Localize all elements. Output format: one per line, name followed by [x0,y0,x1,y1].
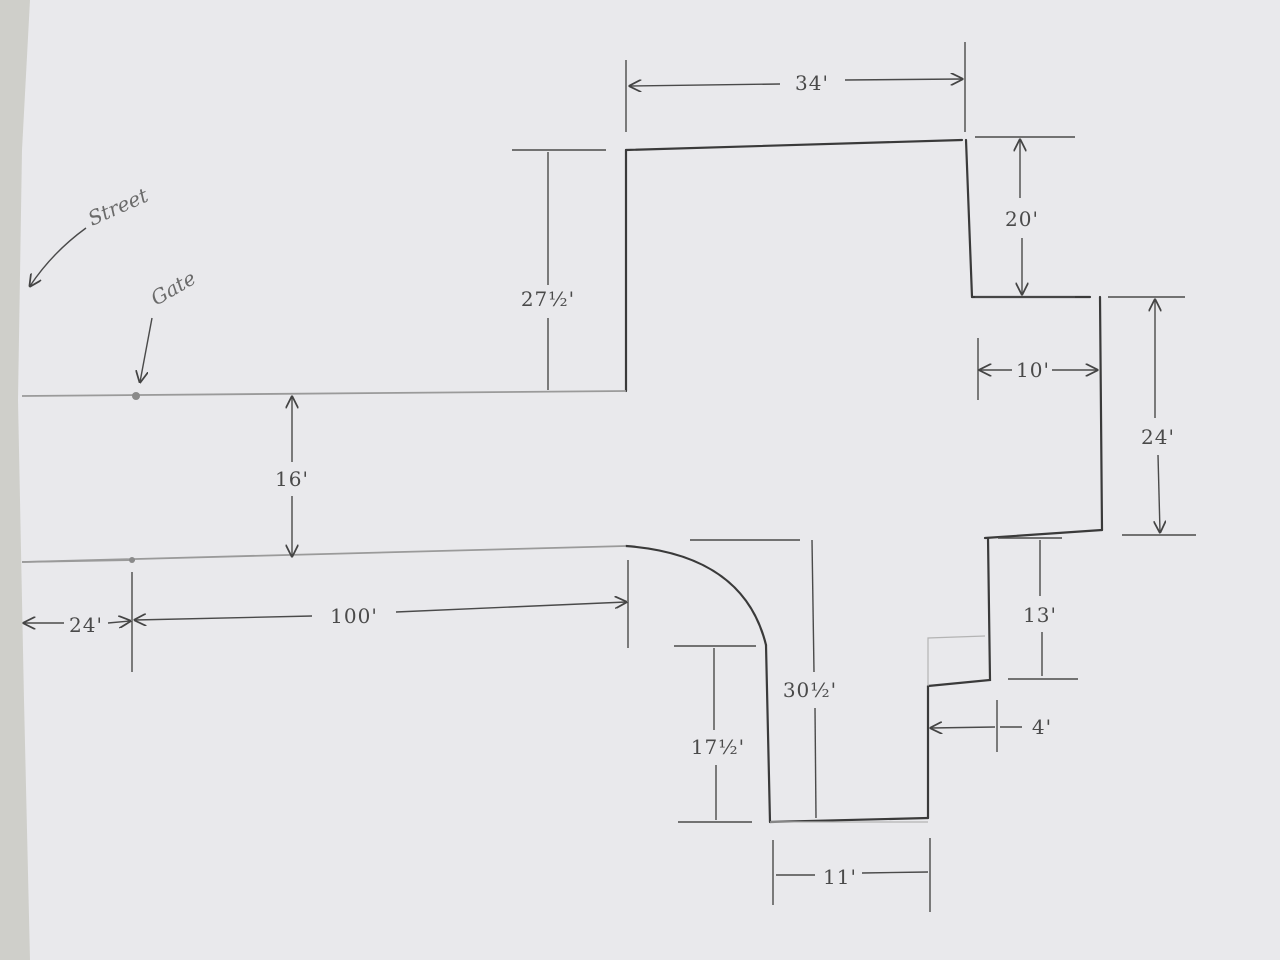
dim-left-upper-height: 27½' [521,287,575,311]
dim-curve-height: 30½' [783,678,837,702]
outline-bottom-wall [768,816,930,824]
outline-top-wall [624,138,964,152]
dim-notch-width: 4' [1032,715,1052,739]
dim-notch-height: 13' [1023,603,1057,627]
dim-street-to-gate: 24' [69,613,103,637]
driveway-lower-start [21,559,136,563]
building-outline [624,138,1104,824]
dimension-lines [24,42,1196,912]
dim-driveway-width: 16' [275,467,309,491]
driveway-lines [21,390,627,563]
outline-curve [624,544,768,647]
driveway-upper-line [21,390,627,397]
dim-top-width: 34' [795,71,829,95]
dim-lower-left-height: 17½' [691,735,745,759]
dim-gate-to-curve: 100' [330,604,378,628]
outline-notch [926,536,992,688]
outline-lower-step [983,528,1104,540]
dim-right-upper-height: 20' [1005,207,1039,231]
dim-right-lower-height: 24' [1141,425,1175,449]
paper-sheet [18,0,1280,960]
outline-right-lower-wall [1098,295,1104,532]
dim-inset-width: 10' [1016,358,1050,382]
dim-bottom-width: 11' [823,865,857,889]
outline-lower-left-wall [764,643,772,824]
outline-right-upper-wall [964,138,974,299]
gate-post-upper [132,392,140,400]
construction-lines [770,635,986,823]
gate-post-lower [129,557,135,563]
